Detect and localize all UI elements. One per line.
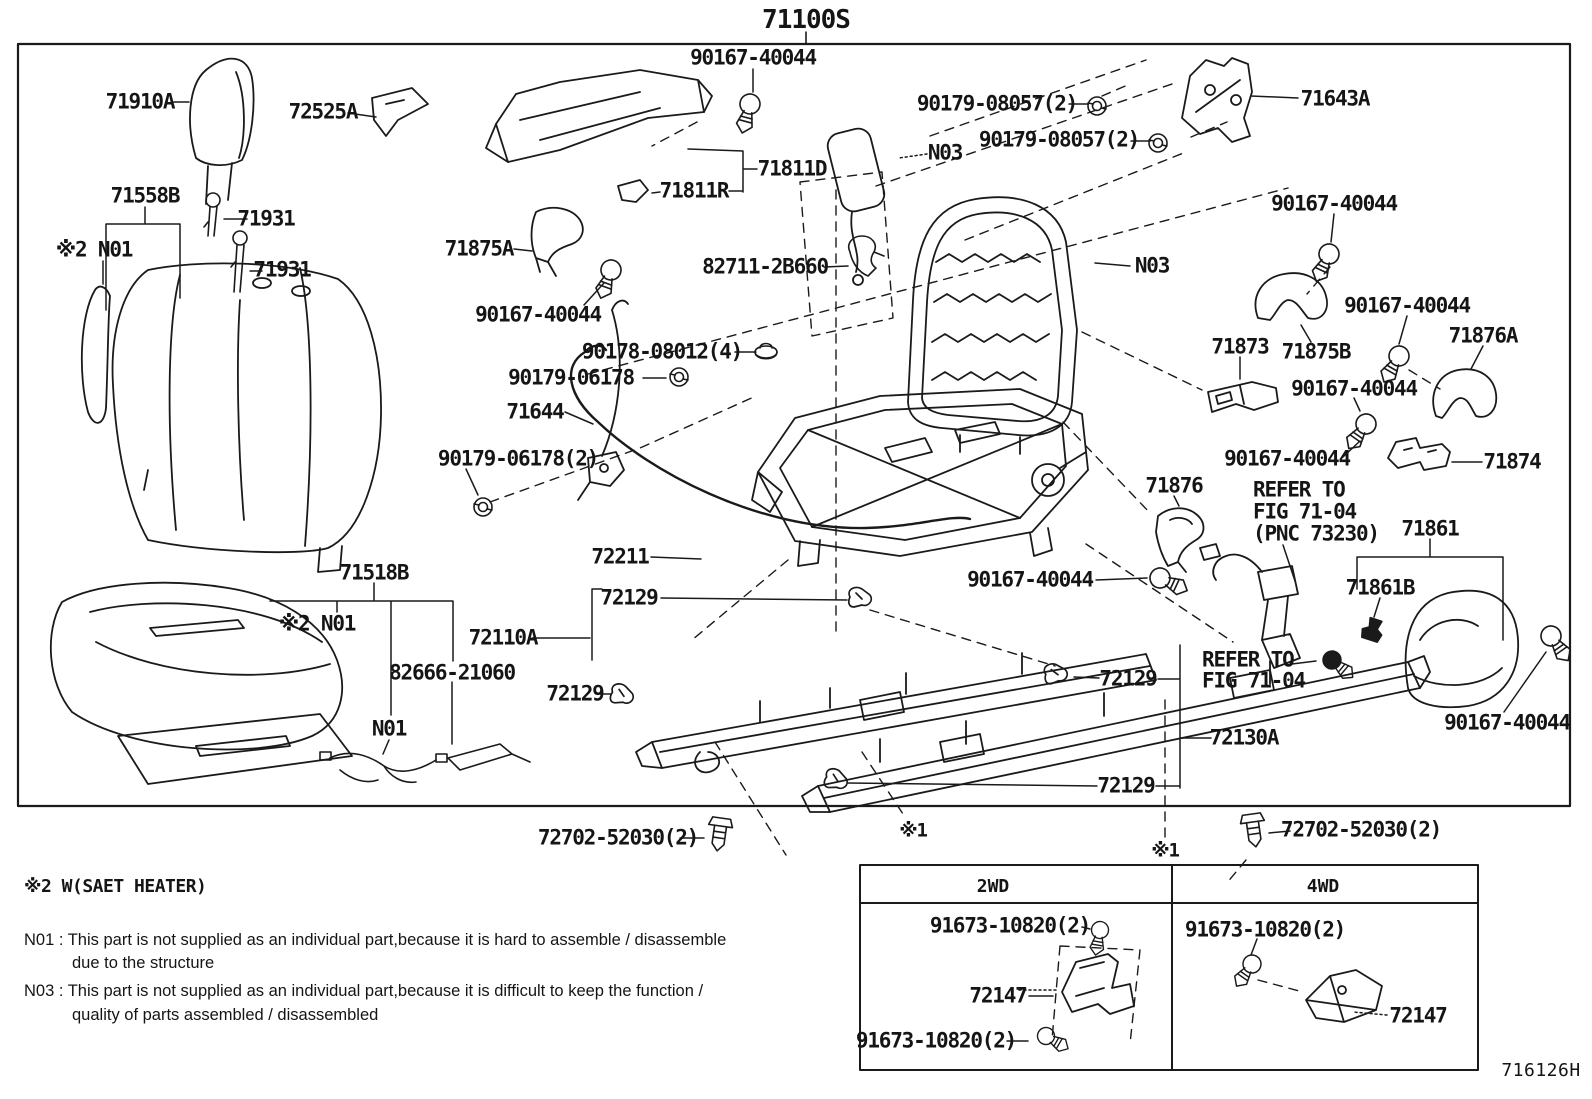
part-label-71811R: 71811R bbox=[659, 178, 730, 203]
part-label-72129-r2: 72129 bbox=[1097, 773, 1155, 798]
inner-seat-rail-drawing bbox=[635, 652, 1157, 774]
part-label-71811D: 71811D bbox=[757, 156, 828, 181]
part-label-71643A: 71643A bbox=[1300, 86, 1371, 111]
part-label-71876A: 71876A bbox=[1448, 323, 1519, 348]
note-n01-line2: due to the structure bbox=[72, 953, 215, 972]
stabilizer-wire-drawing bbox=[569, 344, 972, 530]
part-label-90167-40044-d: 90167-40044 bbox=[1344, 293, 1471, 318]
part-label-71931-b: 71931 bbox=[253, 257, 311, 282]
part-label-72147-4wd: 72147 bbox=[1389, 1003, 1447, 1028]
seat-cushion-drawing bbox=[49, 581, 353, 785]
wire-clamp-drawing bbox=[847, 235, 885, 277]
part-label-71644: 71644 bbox=[506, 399, 564, 424]
table-header-4wd: 4WD bbox=[1306, 876, 1340, 897]
part-label-71861B: 71861B bbox=[1345, 575, 1416, 600]
part-label-71874: 71874 bbox=[1483, 449, 1541, 474]
recliner-bracket-drawing bbox=[1181, 57, 1253, 143]
cushion-frame-drawing bbox=[751, 388, 1089, 567]
screw-fasteners bbox=[595, 93, 1571, 1052]
marker-note1-right: ※1 bbox=[1151, 839, 1180, 862]
part-label-71910A: 71910A bbox=[105, 89, 176, 114]
note-n03-line2: quality of parts assembled / disassemble… bbox=[72, 1005, 379, 1024]
marker-note1-left: ※1 bbox=[899, 819, 928, 842]
part-label-82666-21060: 82666-21060 bbox=[389, 660, 516, 685]
recliner-covers-drawing bbox=[1155, 272, 1498, 573]
diagram-border bbox=[16, 31, 1572, 808]
part-label-71861: 71861 bbox=[1401, 516, 1459, 541]
part-label-71875B: 71875B bbox=[1281, 339, 1352, 364]
part-label-72130A: 72130A bbox=[1209, 725, 1280, 750]
note-heater: ※2 W(SAET HEATER) bbox=[24, 876, 207, 897]
refer-note2-line2: FIG 71-04 bbox=[1202, 668, 1306, 693]
note-n03-line1: N03 : This part is not supplied as an in… bbox=[24, 981, 704, 1000]
table-header-2wd: 2WD bbox=[976, 876, 1010, 897]
refer-note-line3: (PNC 73230) bbox=[1253, 521, 1380, 546]
part-label-90167-40044-h: 90167-40044 bbox=[1444, 710, 1571, 735]
seatback-frame-drawing bbox=[907, 196, 1078, 455]
part-label-N01-harness: N01 bbox=[371, 716, 408, 741]
part-label-90179-08057-b: 90179-08057(2) bbox=[978, 127, 1140, 152]
seat-shield-drawing bbox=[1361, 589, 1519, 709]
headrest-support-pins bbox=[203, 192, 248, 293]
seatback-side-member-drawing bbox=[371, 69, 713, 203]
refer-note-line1: REFER TO bbox=[1253, 477, 1346, 502]
part-label-72147-2wd: 72147 bbox=[969, 983, 1027, 1008]
mount-bracket-drawings bbox=[1061, 953, 1383, 1023]
part-label-82711-2B660: 82711-2B660 bbox=[702, 254, 829, 279]
figure-title-part-number: 71100S bbox=[762, 5, 851, 35]
part-label-72211: 72211 bbox=[591, 544, 649, 569]
part-label-90167-40044-e: 90167-40044 bbox=[1291, 376, 1418, 401]
part-label-72702-52030-l: 72702-52030(2) bbox=[537, 825, 699, 850]
part-label-72525A: 72525A bbox=[288, 99, 359, 124]
part-label-71931-a: 71931 bbox=[237, 206, 295, 231]
part-label-72129-r1: 72129 bbox=[1099, 666, 1157, 691]
part-label-91673-2wd-b: 91673-10820(2) bbox=[855, 1028, 1017, 1053]
part-label-90178-08012: 90178-08012(4) bbox=[581, 339, 743, 364]
part-label-72129-t2: 72129 bbox=[546, 681, 604, 706]
part-label-90167-40044-c: 90167-40044 bbox=[1271, 191, 1398, 216]
part-label-90179-06178: 90179-06178 bbox=[508, 365, 635, 390]
part-label-90179-08057-a: 90179-08057(2) bbox=[916, 91, 1078, 116]
lock-cable-drawing bbox=[577, 299, 629, 501]
part-label-71875A: 71875A bbox=[444, 236, 515, 261]
part-label-71873: 71873 bbox=[1211, 334, 1269, 359]
part-label-90179-06178-2: 90179-06178(2) bbox=[437, 446, 599, 471]
heater-harness-drawing bbox=[319, 743, 531, 784]
part-label-71876: 71876 bbox=[1145, 473, 1203, 498]
dashed-construction-lines bbox=[489, 59, 1441, 1045]
part-label-N03-frame: N03 bbox=[1134, 253, 1171, 278]
headrest-drawing bbox=[189, 57, 255, 205]
nut-fasteners bbox=[473, 96, 1168, 517]
refer-note2-line1: REFER TO bbox=[1202, 647, 1295, 672]
dotted-leaders bbox=[898, 153, 1388, 1016]
part-label-91673-2wd-a: 91673-10820(2) bbox=[929, 913, 1091, 938]
part-label-N01-cushion: ※2 N01 bbox=[278, 611, 357, 636]
recline-lever-drawing bbox=[530, 206, 584, 277]
part-label-90167-40044-g: 90167-40044 bbox=[967, 567, 1094, 592]
drive-type-table-frame bbox=[859, 864, 1479, 1071]
figure-code: 716126H bbox=[1501, 1060, 1581, 1081]
refer-note-line2: FIG 71-04 bbox=[1253, 499, 1357, 524]
airbag-module-drawing bbox=[826, 127, 886, 286]
part-label-91673-4wd: 91673-10820(2) bbox=[1184, 917, 1346, 942]
seat-back-drawing bbox=[80, 262, 382, 573]
part-label-71558B: 71558B bbox=[110, 183, 181, 208]
part-label-90167-40044-b: 90167-40044 bbox=[475, 302, 602, 327]
part-label-90167-40044-a: 90167-40044 bbox=[690, 45, 817, 70]
part-label-N03-airbag: N03 bbox=[927, 140, 964, 165]
part-label-72110A: 72110A bbox=[468, 625, 539, 650]
part-label-72702-52030-r: 72702-52030(2) bbox=[1280, 817, 1442, 842]
part-label-72129-t1: 72129 bbox=[600, 585, 658, 610]
belt-buckle-drawing bbox=[1199, 543, 1301, 669]
bolt-fasteners bbox=[707, 812, 1266, 852]
part-label-90167-40044-f: 90167-40044 bbox=[1224, 446, 1351, 471]
note-n01-line1: N01 : This part is not supplied as an in… bbox=[24, 930, 727, 949]
rail-clips bbox=[609, 586, 1069, 790]
part-label-N01-seatback: ※2 N01 bbox=[55, 237, 134, 262]
leader-lines bbox=[102, 68, 1547, 1042]
part-label-71518B: 71518B bbox=[339, 560, 410, 585]
